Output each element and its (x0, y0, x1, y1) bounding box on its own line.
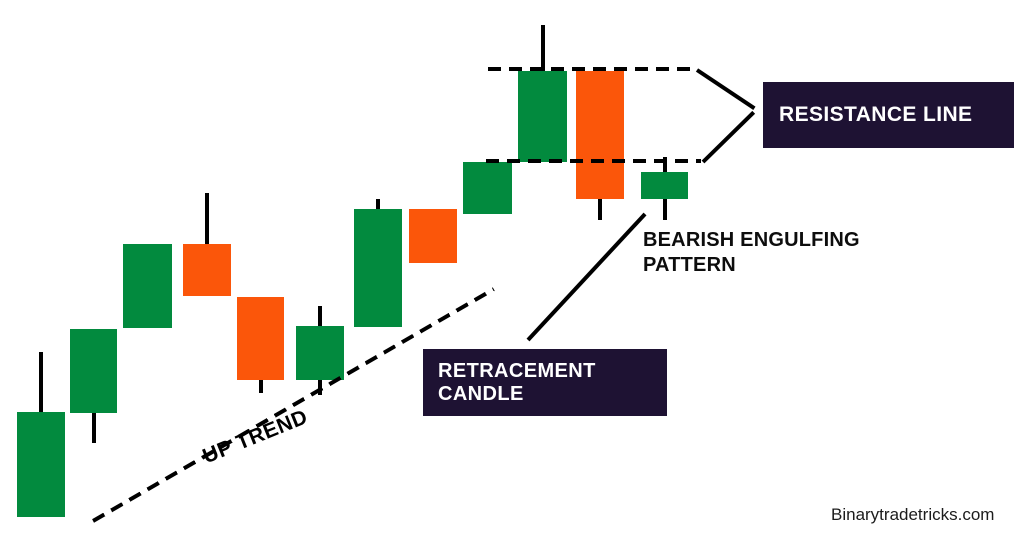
candle-5-body-bearish (237, 297, 284, 380)
watermark-text: Binarytradetricks.com (831, 505, 995, 524)
resistance-line-label: RESISTANCE LINE (763, 82, 1014, 148)
candle-2-body-bullish (70, 329, 117, 413)
candle-3-body-bullish (123, 244, 172, 328)
candle-5-lower-wick (258, 380, 263, 393)
candle-7-upper-wick (376, 199, 380, 209)
bearish-engulfing-label-line2: PATTERN (643, 254, 736, 276)
resistance-lower-dashed-line (486, 159, 701, 163)
candle-10-body-bullish (518, 71, 567, 162)
candle-11-body-bearish (576, 71, 624, 199)
resistance-line-label-text: RESISTANCE LINE (779, 103, 973, 126)
bearish-engulfing-label-line1: BEARISH ENGULFING (643, 229, 860, 251)
up-trend-label: UP TREND (199, 405, 312, 469)
retracement-pointer-line (526, 212, 647, 342)
candle-12-upper-wick (662, 157, 667, 172)
candle-2-lower-wick (91, 413, 96, 443)
candle-1-upper-wick (39, 352, 43, 412)
bearish-engulfing-pattern-label: BEARISH ENGULFING PATTERN (643, 228, 860, 278)
candle-8-body-bearish (409, 209, 457, 263)
candle-6-body-bullish (296, 326, 344, 380)
retracement-candle-label: RETRACEMENT CANDLE (423, 349, 667, 416)
candle-6-upper-wick (318, 306, 322, 326)
candle-11-lower-wick (598, 199, 602, 220)
resistance-bracket-lower-line (701, 110, 756, 164)
resistance-upper-dashed-line (488, 67, 697, 71)
candle-9-body-bullish (463, 162, 512, 214)
candle-12-lower-wick (662, 199, 667, 220)
resistance-bracket-upper-line (695, 68, 756, 110)
retracement-candle-label-text: RETRACEMENT CANDLE (438, 359, 596, 405)
candle-10-upper-wick (540, 25, 545, 71)
candle-7-body-bullish (354, 209, 402, 327)
candle-1-body-bullish (17, 412, 65, 517)
candle-4-body-bearish (183, 244, 231, 296)
candle-4-upper-wick (205, 193, 209, 244)
candle-12-body-bullish (641, 172, 688, 199)
